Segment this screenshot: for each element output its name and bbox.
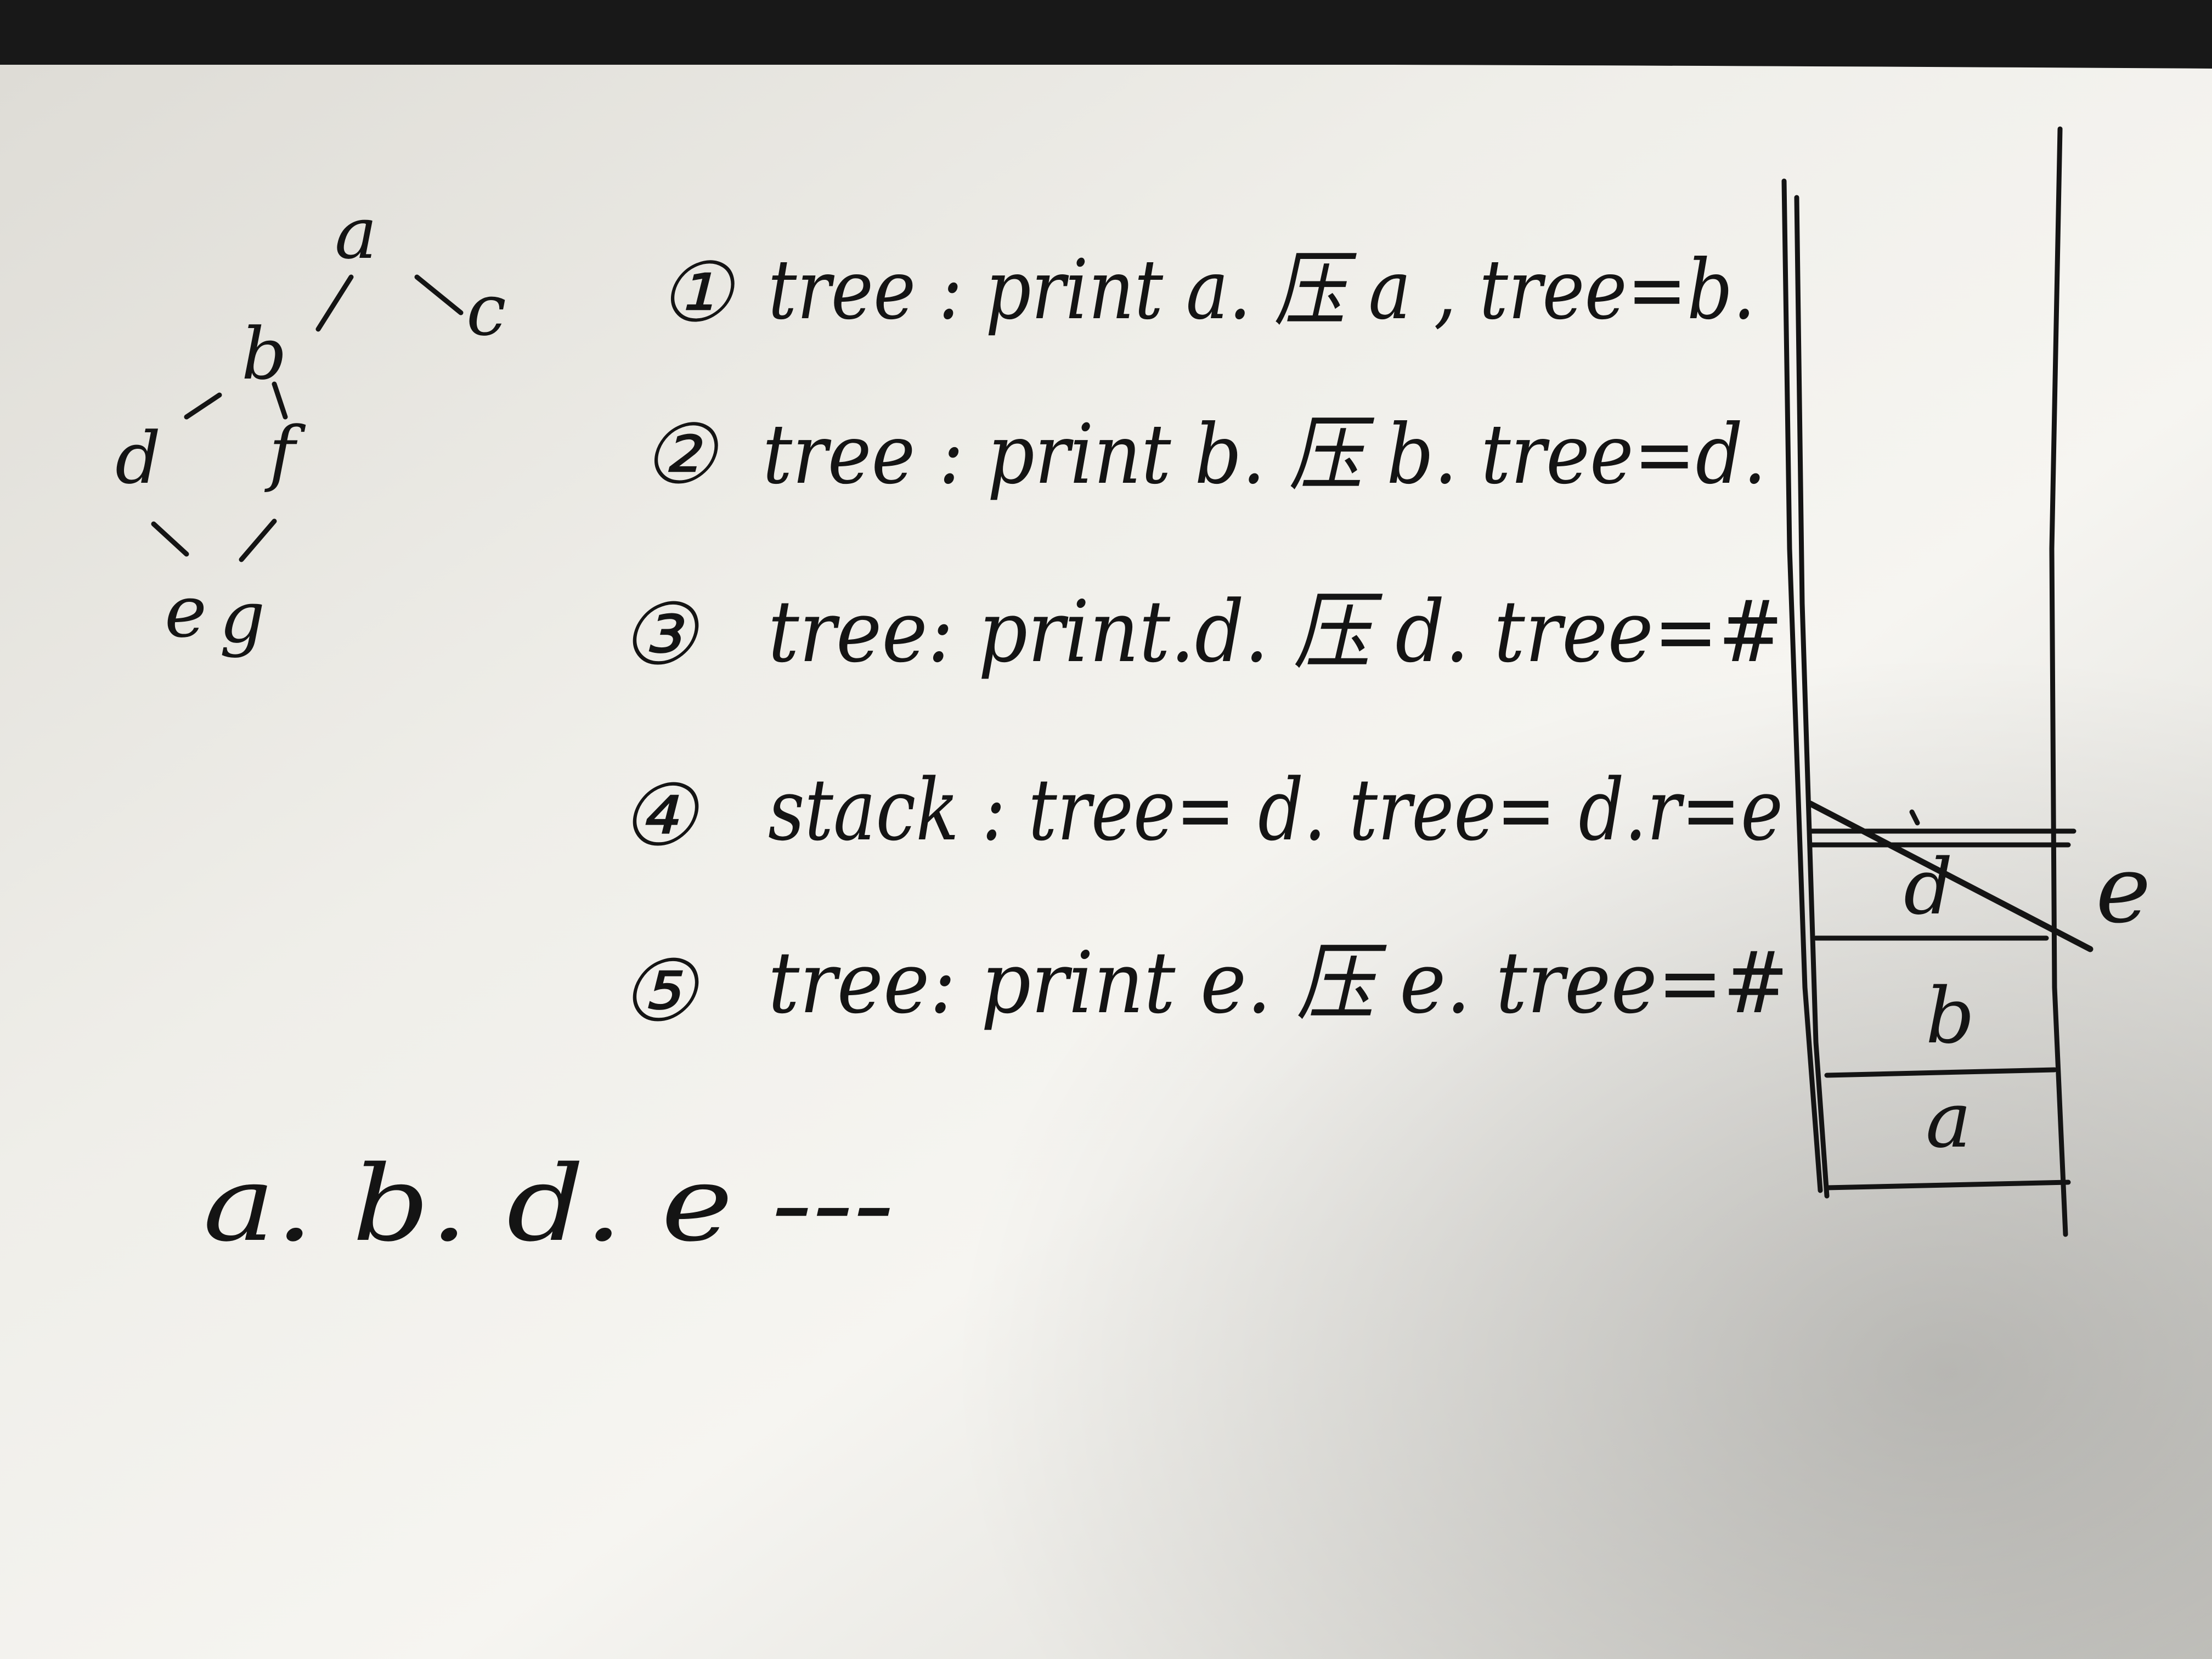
stack-divider-a <box>1824 1067 2057 1078</box>
step-3: ③ tree: print.d. 压 d. tree=# <box>620 582 1783 684</box>
step-list: ① tree : print a. 压 a , tree=b. ② tree :… <box>620 242 1788 1041</box>
tree-node-b: b <box>241 312 287 396</box>
stack-cells: d b a e <box>1904 836 2151 1165</box>
stack-cell-d: d <box>1904 843 1953 932</box>
stack-tick <box>1909 809 1920 826</box>
stack-right-wall <box>2049 126 2068 1237</box>
tree-node-a: a <box>335 191 377 275</box>
step-1-marker: ① <box>658 245 736 341</box>
step-5-text: tree: print e. 压 e. tree=# <box>768 933 1788 1032</box>
step-1-text: tree : print a. 压 a , tree=b. <box>768 242 1756 338</box>
traversal-output: a. b. d. e --- <box>203 1143 894 1265</box>
step-2: ② tree : print b. 压 b. tree=d. <box>642 407 1767 503</box>
step-3-marker: ③ <box>620 585 700 684</box>
stack-cell-a: a <box>1926 1076 1971 1165</box>
tree-node-g: g <box>219 575 265 659</box>
step-4-text: stack : tree= d. tree= d.r=e <box>768 760 1783 860</box>
stack-cross-out-line <box>1807 800 2094 952</box>
tree-node-d: d <box>115 416 161 500</box>
stack-left-wall <box>1781 178 1823 1193</box>
step-4-marker: ④ <box>620 766 700 865</box>
stack-diagram <box>1781 126 2094 1237</box>
tree-edge-b-f <box>272 381 288 420</box>
binary-tree-diagram <box>151 274 464 562</box>
tree-node-e: e <box>165 570 207 653</box>
tree-nodes: a b c d f e g <box>115 191 506 659</box>
tree-edge-a-c <box>414 274 464 315</box>
step-2-text: tree : print b. 压 b. tree=d. <box>763 407 1767 503</box>
stack-cell-b: b <box>1926 972 1975 1061</box>
step-5-marker: ⑤ <box>620 941 700 1041</box>
tree-edge-f-g <box>239 518 277 562</box>
tree-edge-a-b <box>315 274 354 332</box>
paper-shadow <box>0 65 2212 1659</box>
tree-edge-b-d <box>184 392 222 420</box>
step-1: ① tree : print a. 压 a , tree=b. <box>658 242 1756 341</box>
step-3-text: tree: print.d. 压 d. tree=# <box>768 582 1783 681</box>
stack-left-wall-inner <box>1794 195 1830 1199</box>
stack-pushed-e: e <box>2096 836 2151 944</box>
stack-bottom <box>1824 1180 2071 1190</box>
step-2-marker: ② <box>642 407 719 503</box>
step-4: ④ stack : tree= d. tree= d.r=e <box>620 760 1783 865</box>
tree-node-c: c <box>466 268 506 352</box>
dark-frame-top <box>0 0 2212 69</box>
step-5: ⑤ tree: print e. 压 e. tree=# <box>620 933 1788 1041</box>
tree-edge-d-e <box>151 521 189 557</box>
